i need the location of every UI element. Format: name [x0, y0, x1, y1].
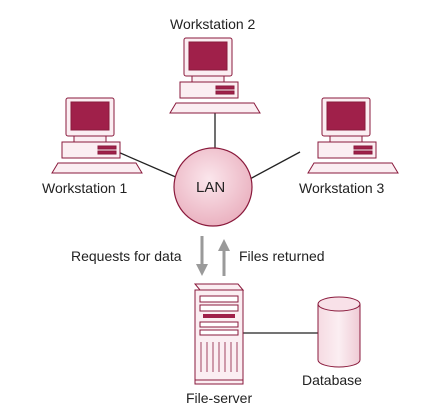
link-ws3-lan [247, 151, 301, 181]
workstation-3-computer [307, 97, 399, 174]
workstation-2-label: Workstation 2 [170, 16, 256, 32]
request-arrow [196, 236, 208, 276]
file-server-tower [193, 283, 245, 385]
lan-label: LAN [196, 179, 226, 196]
lan-hub [173, 147, 253, 227]
workstation-3-label: Workstation 3 [299, 180, 385, 196]
link-ws1-lan [117, 151, 179, 179]
workstation-2-computer [169, 37, 261, 114]
file-server-label: File-server [186, 390, 253, 406]
database-label: Database [302, 372, 362, 388]
connections [117, 112, 320, 334]
files-returned-label: Files returned [239, 248, 325, 264]
workstation-1-label: Workstation 1 [42, 180, 128, 196]
return-arrow [218, 239, 230, 276]
database-cylinder [317, 296, 361, 368]
requests-for-data-label: Requests for data [71, 248, 182, 264]
workstation-1-computer [51, 97, 143, 174]
